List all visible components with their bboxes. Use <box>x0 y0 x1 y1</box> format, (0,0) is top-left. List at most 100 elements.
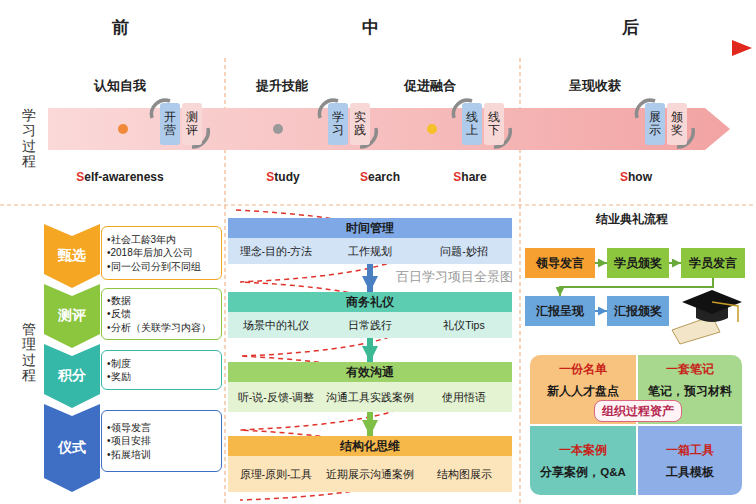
label-text: 结业典礼流程 <box>596 211 668 228</box>
module-item: 理念-目的-方法 <box>230 240 322 262</box>
asset-quadrant: 一本案例分享案例，Q&A <box>530 426 636 495</box>
module-item: 工作规划 <box>324 240 416 262</box>
stage-dot <box>118 124 128 134</box>
node-text: 实践 <box>354 111 366 137</box>
node-text: 仪式 <box>58 439 86 457</box>
label-text: 促进融合 <box>404 77 456 95</box>
label-text: 认知自我 <box>94 77 146 95</box>
module-item: 原理-原则-工具 <box>230 458 322 490</box>
chevron-fill <box>44 344 100 408</box>
node-text: 学员发言 <box>689 255 737 272</box>
connector-arrow <box>367 264 373 292</box>
label-text: 提升技能 <box>256 77 308 95</box>
module-item: 日常践行 <box>324 314 416 336</box>
module-box: 商务礼仪场景中的礼仪 日常践行 礼仪Tips <box>228 292 512 338</box>
watermark: 百日学习项目全景图 <box>396 268 513 286</box>
node-text: •社会工龄3年内 <box>107 233 216 247</box>
node-text: •2018年后加入公司 <box>107 246 216 260</box>
node-text: 理念-目的-方法 <box>240 245 313 258</box>
node-text: •分析（关联学习内容） <box>107 321 216 335</box>
node-text: 测评 <box>186 111 198 137</box>
chevron-step: 积分 <box>44 344 100 408</box>
module-item: 沟通工具实践案例 <box>324 384 416 410</box>
node-text: 笔记，预习材料 <box>648 384 732 399</box>
node-text: 积分 <box>58 367 86 385</box>
node-text: 结构图展示 <box>437 468 492 481</box>
node-text: 测评 <box>58 307 86 325</box>
chevron-fill <box>44 284 100 348</box>
center-badge: 组织过程资产 <box>594 400 682 422</box>
timeline-bar <box>0 46 736 50</box>
node-text: 线下 <box>488 111 500 137</box>
node-text: 原理-原则-工具 <box>240 468 313 481</box>
cap-tassel <box>712 302 738 322</box>
chevron-step: 测评 <box>44 284 100 348</box>
module-item: 结构图展示 <box>418 458 510 490</box>
node-text: 开营 <box>164 111 176 137</box>
node-text: •奖励 <box>107 370 216 384</box>
node-text: •领导发言 <box>107 421 216 435</box>
process-box: 汇报颁奖 <box>607 296 669 326</box>
node-text: 日常践行 <box>348 319 392 332</box>
node-text: •拓展培训 <box>107 448 216 462</box>
label-text: Share <box>453 170 486 184</box>
process-box: 领导发言 <box>525 248 595 278</box>
label-text: 呈现收获 <box>569 77 621 95</box>
label-text: Self-awareness <box>76 170 163 184</box>
node-text: 分享案例，Q&A <box>540 465 626 480</box>
node-text: 学员颁奖 <box>614 255 662 272</box>
module-box: 结构化思维原理-原则-工具近期展示沟通案例结构图展示 <box>228 436 512 492</box>
node-text: 问题-妙招 <box>440 245 488 258</box>
node-text: 学习 <box>332 111 344 137</box>
stage-tag: 展示 <box>645 103 665 145</box>
node-text: •同一公司分到不同组 <box>107 260 216 274</box>
node-text: 商务礼仪 <box>228 292 512 312</box>
node-text: 甄选 <box>58 247 86 265</box>
module-item: 近期展示沟通案例 <box>324 458 416 490</box>
asset-quadrant: 一箱工具工具模板 <box>638 426 742 495</box>
connector-arrow <box>367 338 373 362</box>
label-text: Search <box>360 170 400 184</box>
node-text: 沟通工具实践案例 <box>326 391 414 404</box>
process-box: 汇报呈现 <box>525 296 595 326</box>
node-text: 汇报颁奖 <box>614 303 662 320</box>
stage-dot <box>427 124 437 134</box>
node-text: 使用悟语 <box>442 391 486 404</box>
stage-tag: 线下 <box>484 103 504 145</box>
module-item: 礼仪Tips <box>418 314 510 336</box>
stage-tag: 实践 <box>350 103 370 145</box>
process-box: 学员颁奖 <box>607 248 669 278</box>
node-text: 领导发言 <box>536 255 584 272</box>
node-text: 一套笔记 <box>666 361 714 378</box>
label-text: 前 <box>112 16 129 39</box>
node-text: 时间管理 <box>228 218 512 238</box>
label-text: 管理过程 <box>22 322 36 384</box>
node-text: 一份名单 <box>559 361 607 378</box>
stage-tag: 测评 <box>182 103 202 145</box>
stage-tag: 颁奖 <box>667 103 687 145</box>
node-text: •反馈 <box>107 307 216 321</box>
label-text: 中 <box>362 16 379 39</box>
node-text: 近期展示沟通案例 <box>326 468 414 481</box>
node-text: 听-说-反馈-调整 <box>238 391 315 404</box>
chevron-fill <box>44 224 100 288</box>
module-item: 问题-妙招 <box>418 240 510 262</box>
node-text: 工具模板 <box>666 465 714 480</box>
module-item: 场景中的礼仪 <box>230 314 322 336</box>
module-item: 听-说-反馈-调整 <box>230 384 322 410</box>
module-box: 时间管理理念-目的-方法工作规划 问题-妙招 <box>228 218 512 264</box>
process-box: 学员发言 <box>681 248 745 278</box>
divider-line <box>0 204 756 205</box>
node-text: •数据 <box>107 294 216 308</box>
label-text: 后 <box>622 16 639 39</box>
connector-arrow <box>595 262 607 264</box>
connector-arrow <box>669 262 681 264</box>
label-text: Show <box>620 170 652 184</box>
node-text: 有效沟通 <box>228 362 512 382</box>
bullet-list: •社会工龄3年内•2018年后加入公司•同一公司分到不同组 <box>101 226 222 280</box>
label-text: 学习过程 <box>22 108 36 170</box>
label-text: Study <box>266 170 299 184</box>
stage-tag: 开营 <box>160 103 180 145</box>
stage-tag: 学习 <box>328 103 348 145</box>
